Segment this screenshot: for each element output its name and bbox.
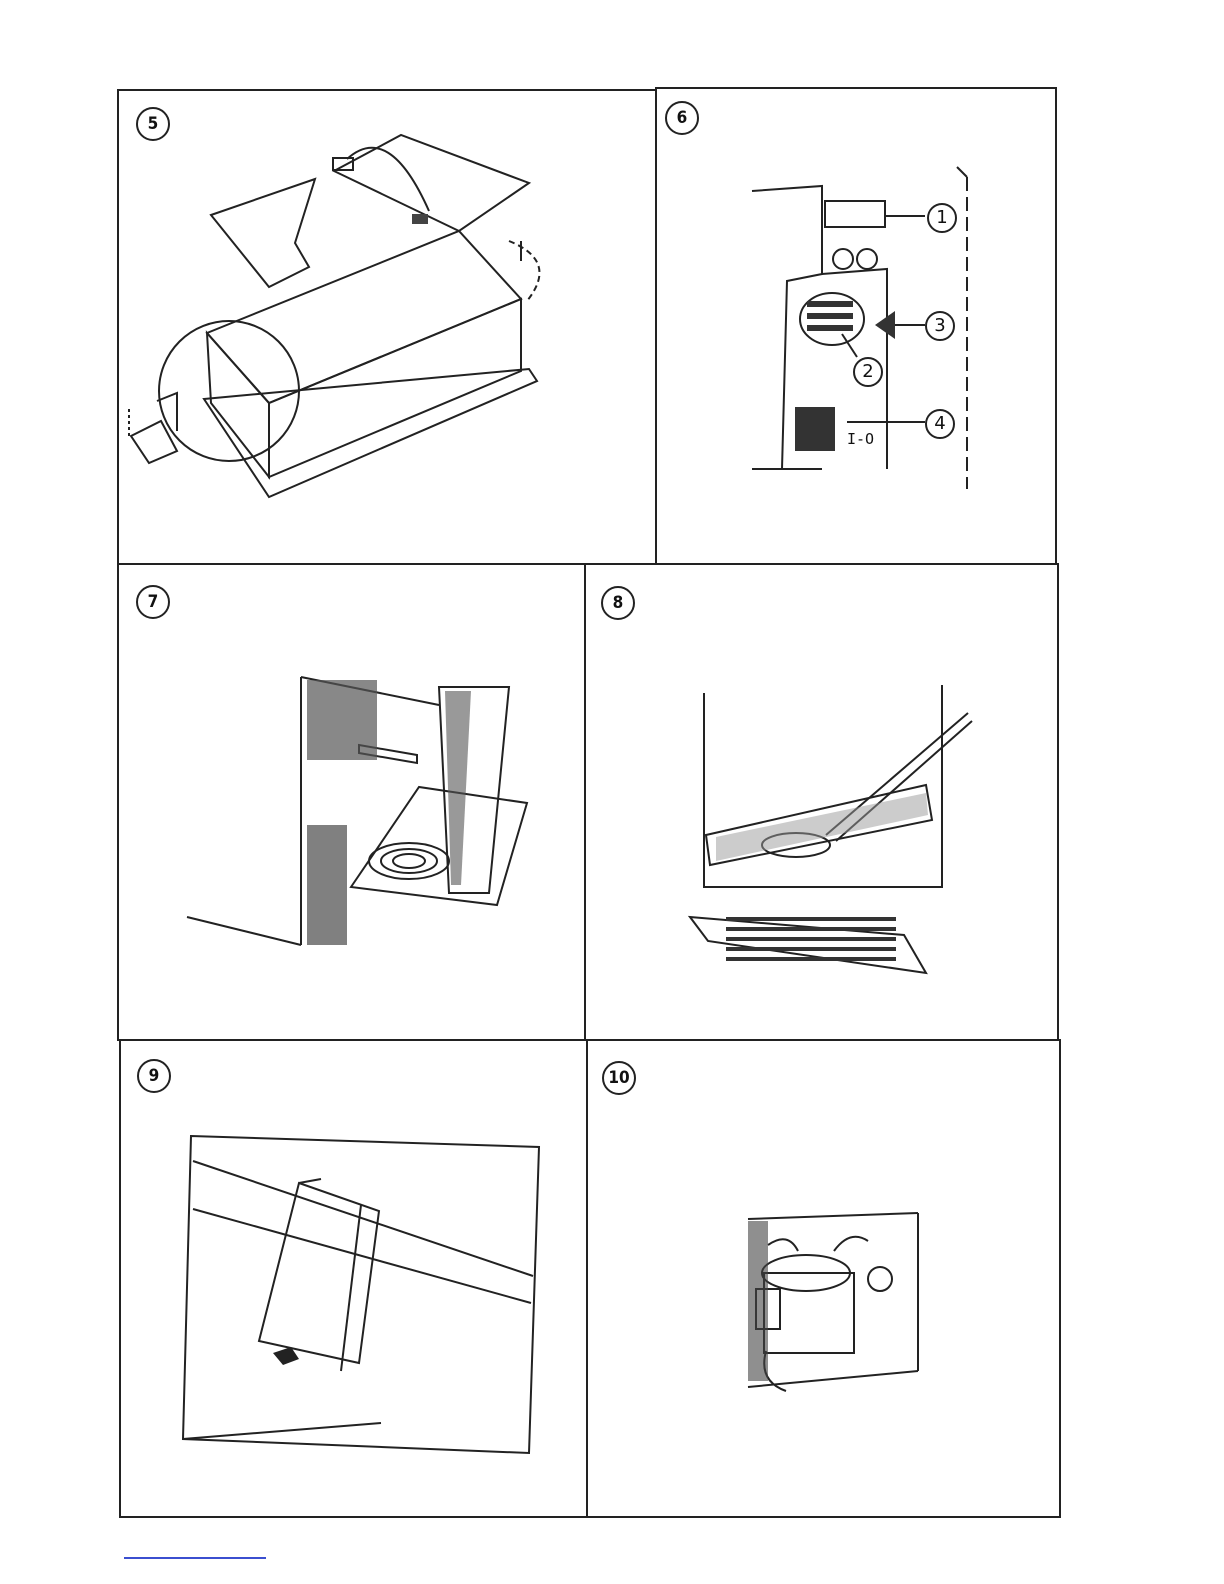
- panel-9: 9: [119, 1039, 588, 1518]
- callout-4: 4: [925, 409, 955, 439]
- panel-5: 5: [117, 89, 657, 565]
- callout-3: 3: [925, 311, 955, 341]
- compressor-illustration: [588, 1041, 1063, 1520]
- footer-line: [124, 1557, 266, 1559]
- chest-freezer-lid-illustration: [119, 91, 659, 567]
- panel-6: 6: [655, 87, 1057, 565]
- control-panel-illustration: [657, 89, 1059, 567]
- defrost-drain-tray-illustration: [119, 565, 588, 1043]
- grille-cleaning-illustration: [586, 565, 1061, 1043]
- callout-1: 1: [927, 203, 957, 233]
- panel-7: 7: [117, 563, 586, 1041]
- lid-hinge-closeup-illustration: [121, 1041, 590, 1520]
- panel-10: 10: [586, 1039, 1061, 1518]
- callout-2: 2: [853, 357, 883, 387]
- switch-label: I-O: [847, 430, 874, 448]
- panel-8: 8: [584, 563, 1059, 1041]
